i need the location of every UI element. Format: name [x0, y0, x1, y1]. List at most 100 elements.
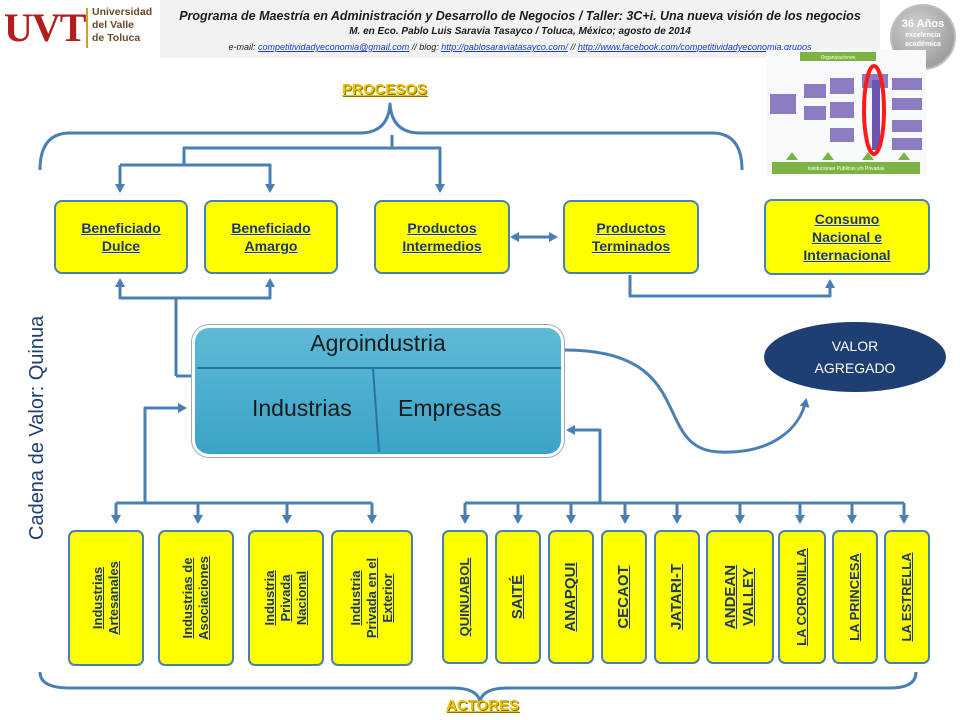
- actor-line: Asociaciones: [196, 556, 211, 640]
- process-line: Productos: [407, 220, 477, 236]
- actor-line: Privada en el: [364, 557, 379, 639]
- valor-line-1: VALOR: [831, 338, 879, 354]
- blog-link[interactable]: http://pablosaraviatasayco.com/: [441, 42, 568, 52]
- process-line: Internacional: [803, 247, 891, 263]
- procesos-label: PROCESOS: [342, 81, 428, 98]
- actor-line: Industrias: [90, 566, 105, 630]
- thumb-box-6: [830, 128, 854, 142]
- actor-line: ANDEAN: [722, 564, 739, 630]
- actor-line: Industrias de: [180, 557, 195, 639]
- thumb-top-bar: [800, 52, 876, 61]
- valor-line-2: AGREGADO: [814, 360, 896, 376]
- arrow-agro-to-dulce: [115, 278, 176, 300]
- thumbnail-diagram: Organizaciones Instituciones Públicas y/…: [770, 52, 922, 174]
- actor-label: JATARI-T: [668, 563, 685, 631]
- process-line: Intermedios: [402, 238, 482, 254]
- arrow-agro-to-valor: [564, 348, 810, 454]
- thumb-box-10: [892, 120, 922, 132]
- actor-label: QUINUABOL: [457, 557, 472, 637]
- contact-sep-1: // blog:: [409, 42, 442, 52]
- logo-line-3: de Toluca: [92, 32, 141, 44]
- process-line: Beneficiado: [231, 220, 311, 236]
- actor-label: ANAPQUI: [562, 562, 579, 632]
- agroindustria-industrias: Industrias: [252, 395, 352, 421]
- anniversary-badge-text: 36 Años excelencia académica: [890, 18, 956, 49]
- thumb-box-3: [804, 106, 826, 120]
- actor-line: Industria: [348, 570, 363, 626]
- contact-prefix: e-mail:: [228, 42, 259, 52]
- facebook-link[interactable]: http://www.facebook.com/competitividadye…: [577, 42, 812, 52]
- side-title: Cadena de Valor: Quinua: [26, 315, 48, 540]
- thumb-box-11: [892, 138, 922, 150]
- agroindustria-dividers: [197, 367, 561, 453]
- actor-saite: SAITÉ: [495, 530, 541, 664]
- thumb-box-8: [892, 78, 922, 90]
- process-line: Consumo: [814, 211, 880, 227]
- thumb-box-2: [804, 84, 826, 98]
- thumb-box-5: [830, 102, 854, 118]
- contact-sep-2: //: [567, 42, 578, 52]
- actor-industria-privada-exterior: Industria Privada en el Exterior: [331, 530, 413, 666]
- actor-label: Industrias Artesanales: [90, 561, 122, 635]
- actor-line: Artesanales: [106, 561, 121, 635]
- arrow-left-actors-to-agro: [143, 403, 187, 503]
- thumb-highlight-ellipse: [862, 64, 886, 156]
- arrow-to-intermedios: [392, 146, 445, 193]
- actor-label: LA ESTRELLA: [899, 552, 914, 642]
- actor-line: Exterior: [380, 573, 395, 623]
- actor-label: LA PRINCESA: [847, 553, 862, 641]
- logo-line-2: del Valle: [92, 19, 135, 31]
- badge-years: 36 Años: [901, 18, 945, 30]
- actores-label: ACTORES: [446, 697, 520, 714]
- actor-anapqui: ANAPQUI: [548, 530, 594, 664]
- logo-divider: [86, 8, 88, 48]
- header-bar: [160, 0, 880, 58]
- process-line: Beneficiado: [81, 220, 161, 236]
- header-contact: e-mail: competitividadyeconomia@gmail.co…: [160, 42, 880, 52]
- valor-agregado-ellipse: VALOR AGREGADO: [764, 322, 946, 392]
- actor-label: SAITÉ: [509, 574, 526, 620]
- actores-brace: [38, 671, 918, 704]
- agroindustria-empresas: Empresas: [398, 395, 502, 421]
- actor-industrias-artesanales: Industrias Artesanales: [68, 530, 144, 666]
- arrow-right-actors-to-agro: [566, 425, 602, 503]
- thumb-bottom-label: Instituciones Públicas y/o Privadas: [808, 166, 885, 172]
- actor-cecaot: CECAOT: [601, 530, 647, 664]
- actor-label: Industria Privada en el Exterior: [348, 558, 396, 638]
- brace-split-line: [182, 135, 394, 165]
- logo-name: Universidad del Valle de Toluca: [92, 6, 152, 45]
- process-line: Terminados: [591, 238, 671, 254]
- logo-mark: UVT: [4, 5, 86, 50]
- university-logo: [0, 0, 158, 57]
- badge-caption: excelencia académica: [905, 32, 941, 48]
- email-link[interactable]: competitividadyeconomia@gmail.com: [258, 42, 410, 52]
- thumb-column: [872, 80, 880, 150]
- logo-line-1: Universidad: [92, 6, 153, 18]
- arrow-terminados-to-consumo: [628, 275, 835, 298]
- thumb-top-label: Organizaciones: [821, 55, 856, 61]
- actor-industria-privada-nacional: Industria Privada Nacional: [248, 530, 324, 666]
- actor-quinuabol: QUINUABOL: [442, 530, 488, 664]
- actor-andean-valley: ANDEAN VALLEY: [706, 530, 774, 664]
- procesos-brace: [38, 102, 744, 171]
- actor-line: VALLEY: [740, 567, 757, 627]
- thumb-up-arrows: [786, 152, 910, 160]
- thumb-box-9: [892, 98, 922, 110]
- process-line: Nacional e: [811, 229, 882, 245]
- actor-label: ANDEAN VALLEY: [722, 565, 758, 629]
- actor-label: Industrias de Asociaciones: [180, 556, 212, 640]
- actor-line: Privada: [278, 574, 293, 622]
- process-line: Productos: [596, 220, 666, 236]
- actor-industrias-asociaciones: Industrias de Asociaciones: [158, 530, 234, 666]
- agro-vertical-divider: [372, 367, 380, 453]
